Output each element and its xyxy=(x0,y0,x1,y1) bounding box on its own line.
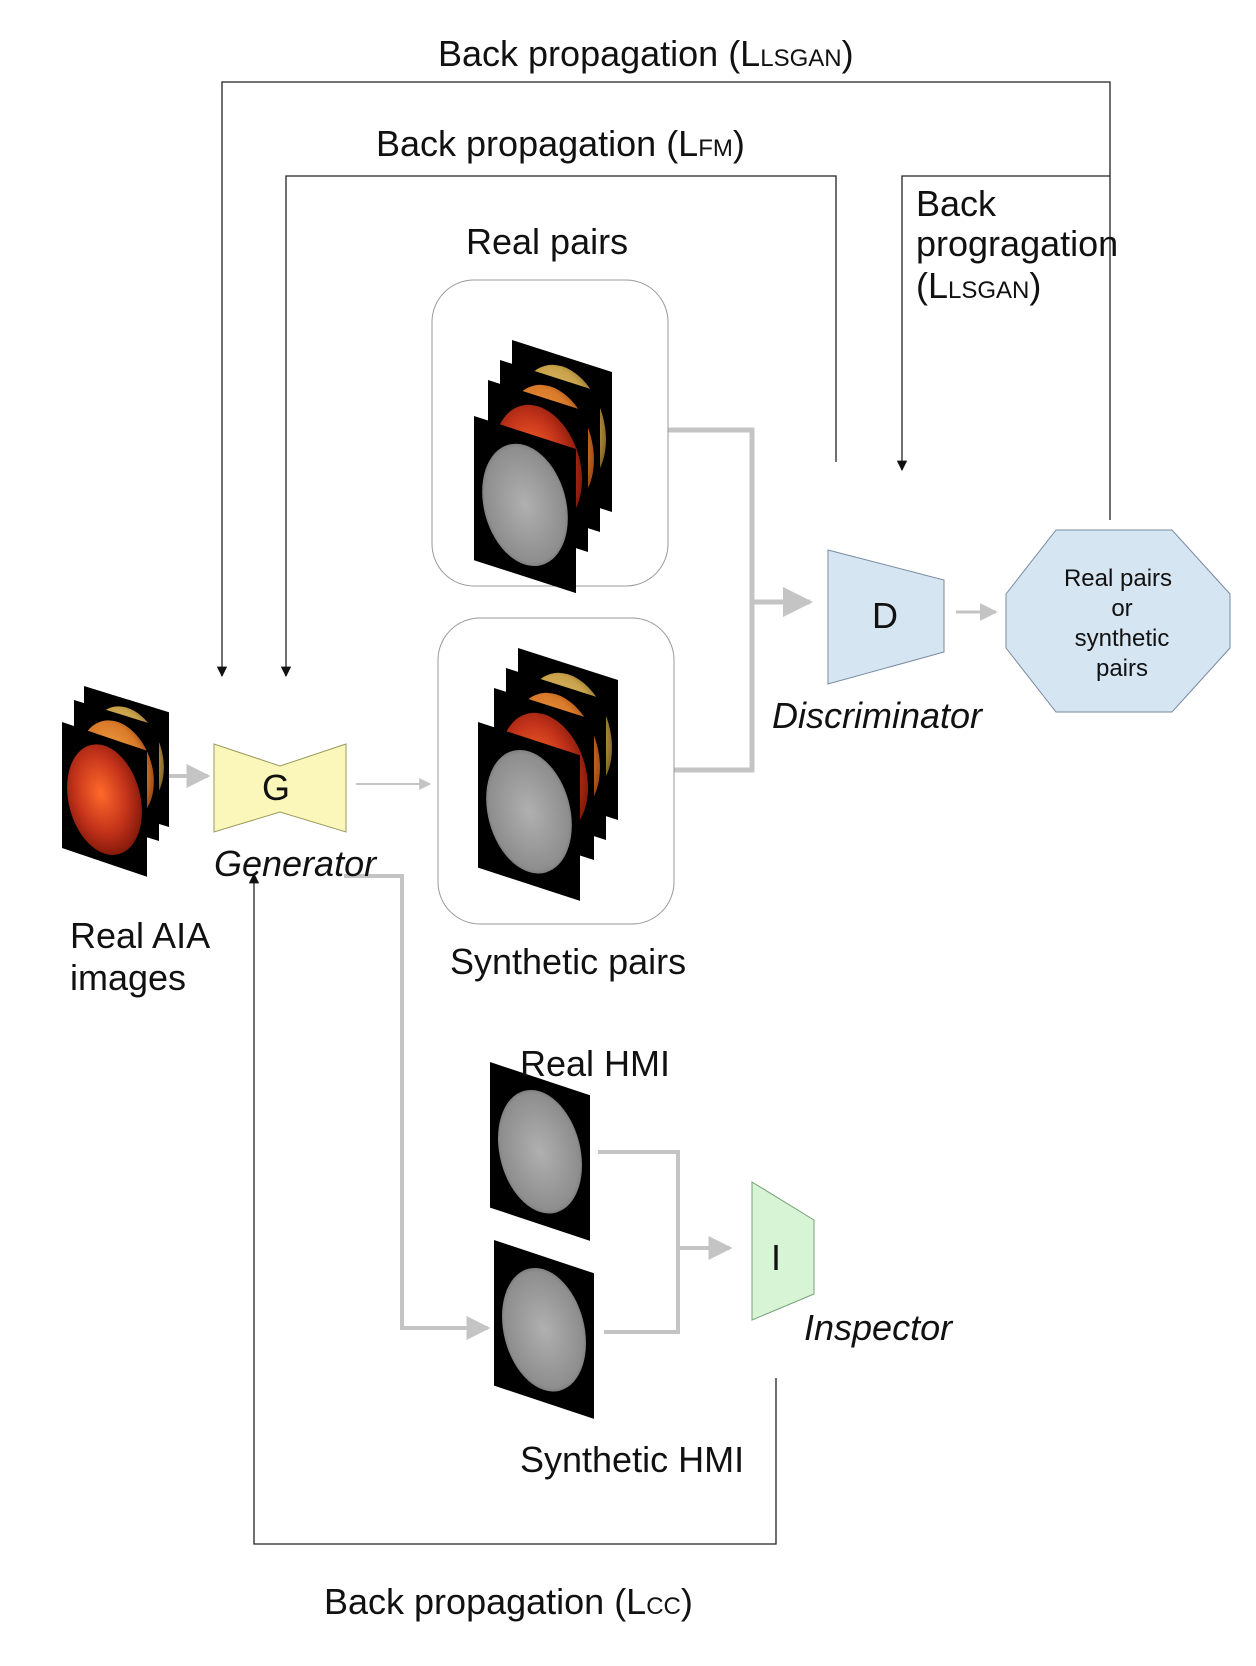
real-aia-label-line-2: images xyxy=(70,957,186,998)
inspector-name: Inspector xyxy=(804,1307,954,1348)
generator-to-synthetic-hmi-path xyxy=(344,874,491,1340)
backprop-right-line-1: Back xyxy=(916,183,997,224)
synthetic-hmi-image xyxy=(494,1240,594,1419)
backprop-lsgan-top-label: Back propagation (LLSGAN) xyxy=(438,33,854,74)
output-line-1: Real pairs xyxy=(1064,565,1172,592)
backprop-right-line-2: progragation xyxy=(916,223,1118,264)
discriminator-letter: D xyxy=(872,595,898,636)
output-line-3: synthetic xyxy=(1075,625,1170,652)
inspector-shape xyxy=(751,1181,815,1321)
output-octagon xyxy=(1005,529,1231,713)
output-line-4: pairs xyxy=(1096,655,1148,682)
backprop-cc-label: Back propagation (LCC) xyxy=(324,1581,693,1622)
discriminator-name: Discriminator xyxy=(772,695,984,736)
synthetic-pairs-label: Synthetic pairs xyxy=(450,941,686,982)
backprop-fm-path xyxy=(280,175,837,678)
real-hmi-image xyxy=(490,1062,590,1241)
synthetic-hmi-connector xyxy=(604,1160,680,1334)
real-aia-label-line-1: Real AIA xyxy=(70,915,210,956)
real-pairs-label: Real pairs xyxy=(466,221,628,262)
output-line-2: or xyxy=(1111,595,1132,622)
backprop-fm-label: Back propagation (LFM) xyxy=(376,123,745,164)
synthetic-pairs-connector xyxy=(674,600,755,773)
backprop-lsgan-discriminator-path xyxy=(896,175,1110,472)
backprop-right-line-3: (LLSGAN) xyxy=(916,265,1041,306)
discriminator-shape xyxy=(827,549,945,685)
generator-name: Generator xyxy=(214,843,378,884)
synthetic-hmi-label: Synthetic HMI xyxy=(520,1439,744,1480)
real-hmi-label: Real HMI xyxy=(520,1043,670,1084)
generator-bowtie xyxy=(213,743,347,833)
backprop-cc-path xyxy=(248,872,777,1545)
flow-arrows xyxy=(162,427,998,1340)
real-hmi-connector xyxy=(598,1150,680,1332)
real-aia-image-stack xyxy=(62,686,169,877)
generator-letter: G xyxy=(262,767,290,808)
real-pairs-connector xyxy=(668,427,755,770)
backprop-lsgan-generator-path xyxy=(216,81,1111,678)
inspector-letter: I xyxy=(771,1237,781,1278)
